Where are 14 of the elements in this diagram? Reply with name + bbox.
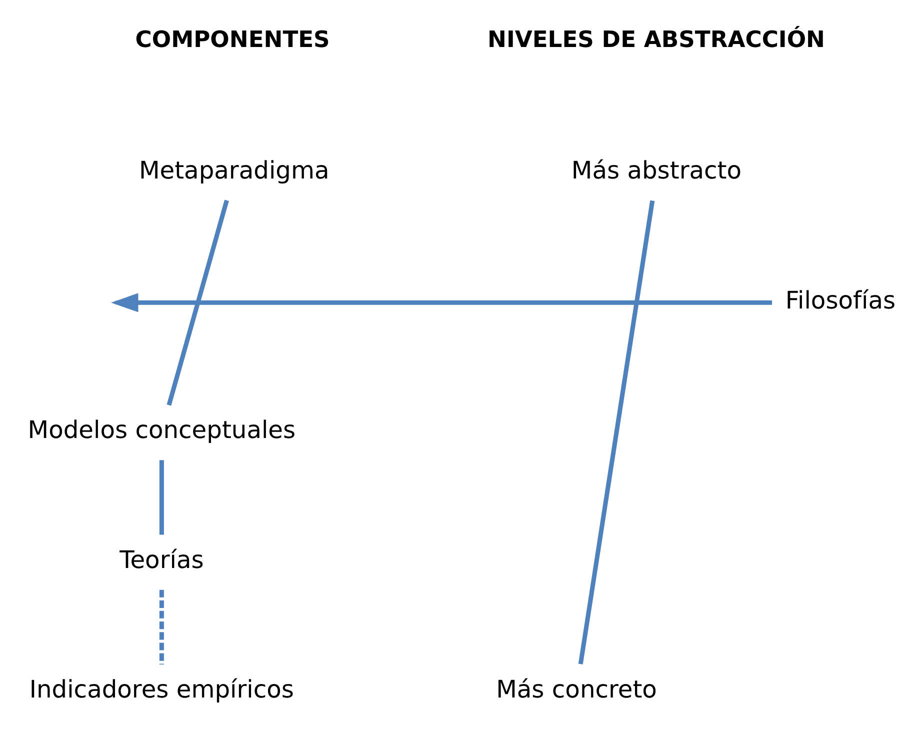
arrow [111,292,772,312]
node-text: Metaparadigma [138,156,330,184]
connector [159,460,164,534]
node-text: Teorías [120,545,204,574]
node-text: Más abstracto [571,156,742,184]
node-text: Filosofías [785,286,896,314]
label: COMPONENTES [135,26,330,52]
node-text: Indicadores empíricos [29,675,294,704]
node-text: Modelos conceptuales [28,416,296,444]
connector [166,199,229,406]
connector [578,200,655,664]
connector [159,589,164,664]
label: NIVELES DE ABSTRACCIÓN [488,26,825,52]
node-text: Más concreto [496,675,657,704]
